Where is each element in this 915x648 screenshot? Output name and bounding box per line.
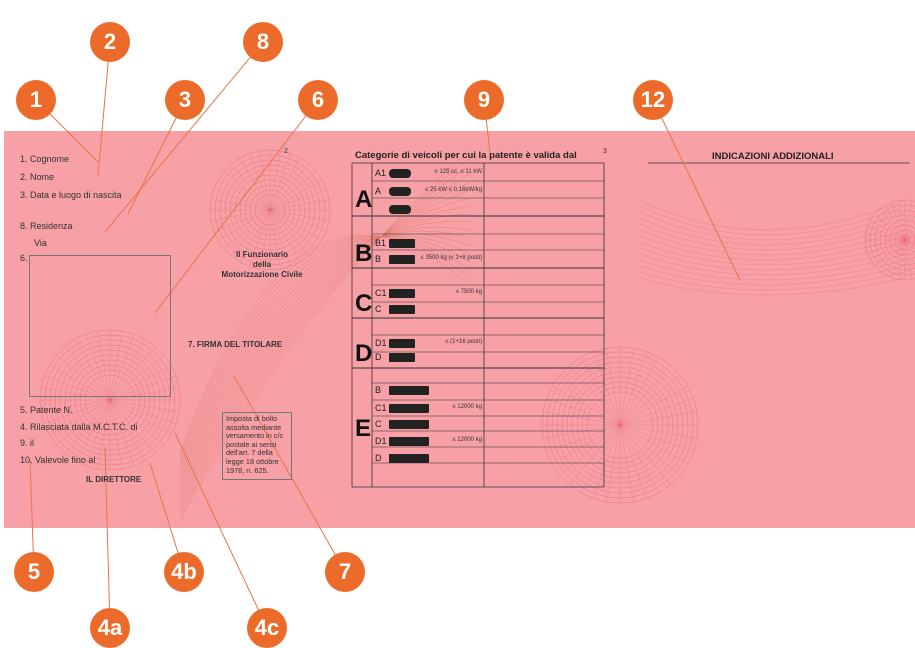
field-name: 2. Nome (20, 172, 54, 182)
stamp-duty-box: Imposta di bollo assolta mediante versam… (222, 412, 292, 480)
trailer-icon (389, 386, 429, 395)
subcategory-row: C1 (375, 403, 387, 413)
category-limit-note: ≤ (1+16 posti) (420, 339, 482, 345)
category-d: D (355, 340, 372, 368)
subcategory-row: D1 (375, 338, 387, 348)
subcategory-row: C (375, 304, 382, 314)
callout-8: 8 (243, 22, 283, 62)
category-a: A (355, 186, 372, 214)
category-limit-note: ≤ 12000 kg (420, 437, 482, 443)
callout-2: 2 (90, 22, 130, 62)
car-icon (389, 239, 415, 248)
motorcycle-icon (389, 187, 411, 196)
callout-7: 7 (325, 552, 365, 592)
callout-4b: 4b (164, 552, 204, 592)
category-c: C (355, 290, 372, 318)
field-valid-until: 10. Valevole fino al (20, 455, 95, 465)
official-line-3: Motorizzazione Civile (212, 270, 312, 279)
subcategory-row: B (375, 254, 381, 264)
field-street: Via (34, 238, 47, 248)
official-line-2: della (212, 260, 312, 269)
trailer-icon (389, 420, 429, 429)
additional-info-title: INDICAZIONI ADDIZIONALI (712, 151, 834, 162)
subcategory-row: B1 (375, 238, 386, 248)
page-number-2: 2 (284, 148, 288, 155)
motorcycle-icon (389, 205, 411, 214)
field-issue-date: 9. il (20, 438, 34, 448)
subcategory-row: D1 (375, 436, 387, 446)
trailer-icon (389, 454, 429, 463)
bus-icon (389, 353, 415, 362)
category-limit-note: ≤ 12000 kg (420, 404, 482, 410)
field-issued-by: 4. Rilasciata dalla M.C.T.C. di (20, 422, 138, 432)
bus-icon (389, 339, 415, 348)
field-photo: 6. (20, 253, 28, 263)
subcategory-row: A1 (375, 168, 386, 178)
signature-label: 7. FIRMA DEL TITOLARE (188, 340, 282, 349)
field-residence: 8. Residenza (20, 221, 73, 231)
category-limit-note: ≤ 7500 kg (420, 289, 482, 295)
subcategory-row: D (375, 352, 382, 362)
category-limit-note: ≤ 125 cc. ≤ 11 kW (420, 169, 482, 175)
car-icon (389, 255, 415, 264)
subcategory-row: C (375, 419, 382, 429)
motorcycle-icon (389, 169, 411, 178)
callout-5: 5 (14, 552, 54, 592)
subcategory-row: D (375, 453, 382, 463)
callout-4a: 4a (90, 608, 130, 648)
category-limit-note: ≤ 25 kW ≤ 0,16kW/kg (420, 187, 482, 193)
field-birth: 3. Data e luogo di nascita (20, 190, 122, 200)
category-limit-note: ≤ 3500 kg (≤ 1+8 posti) (420, 255, 482, 261)
field-licence-number: 5. Patente N. (20, 405, 73, 415)
subcategory-row: C1 (375, 288, 387, 298)
callout-9: 9 (464, 80, 504, 120)
photo-box (29, 255, 171, 397)
page-number-3: 3 (603, 148, 607, 155)
categories-header: Categorie di veicoli per cui la patente … (355, 150, 577, 161)
callout-4c: 4c (247, 608, 287, 648)
category-b: B (355, 240, 372, 268)
truck-icon (389, 289, 415, 298)
callout-12: 12 (633, 80, 673, 120)
official-line-1: Il Funzionario (212, 250, 312, 259)
category-e: E (355, 415, 371, 443)
truck-icon (389, 305, 415, 314)
field-surname: 1. Cognome (20, 154, 69, 164)
callout-3: 3 (165, 80, 205, 120)
subcategory-row: A (375, 186, 381, 196)
callout-6: 6 (298, 80, 338, 120)
director-label: IL DIRETTORE (86, 475, 141, 484)
callout-1: 1 (16, 80, 56, 120)
subcategory-row: B (375, 385, 381, 395)
